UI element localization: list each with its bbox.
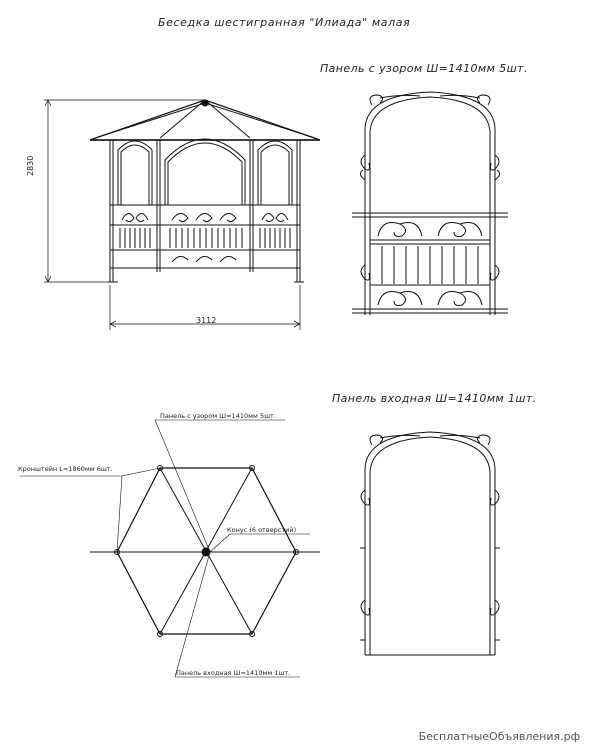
plan-label-cone: Конус (6 отверстий): [227, 526, 297, 534]
entry-panel-drawing: [360, 431, 500, 656]
width-dimension: 3112: [196, 316, 217, 325]
height-dimension: 2830: [26, 155, 35, 176]
entry-panel-title: Панель входная Ш=1410мм 1шт.: [332, 392, 537, 405]
plan-label-entry-panel: Панель входная Ш=1410мм 1шт.: [176, 669, 291, 677]
pattern-panel-drawing: [352, 91, 508, 315]
watermark: БесплатныеОбъявления.рф: [418, 730, 580, 743]
pattern-panel-title: Панель с узором Ш=1410мм 5шт.: [320, 62, 528, 75]
plan-label-pattern-panel: Панель с узором Ш=1410мм 5шт.: [160, 412, 276, 420]
plan-view-hexagon: [20, 419, 320, 678]
plan-label-bracket: Кронштейн L=1860мм 6шт.: [18, 465, 113, 473]
gazebo-front-elevation: [44, 99, 321, 330]
drawing-title: Беседка шестигранная "Илиада" малая: [158, 16, 411, 29]
